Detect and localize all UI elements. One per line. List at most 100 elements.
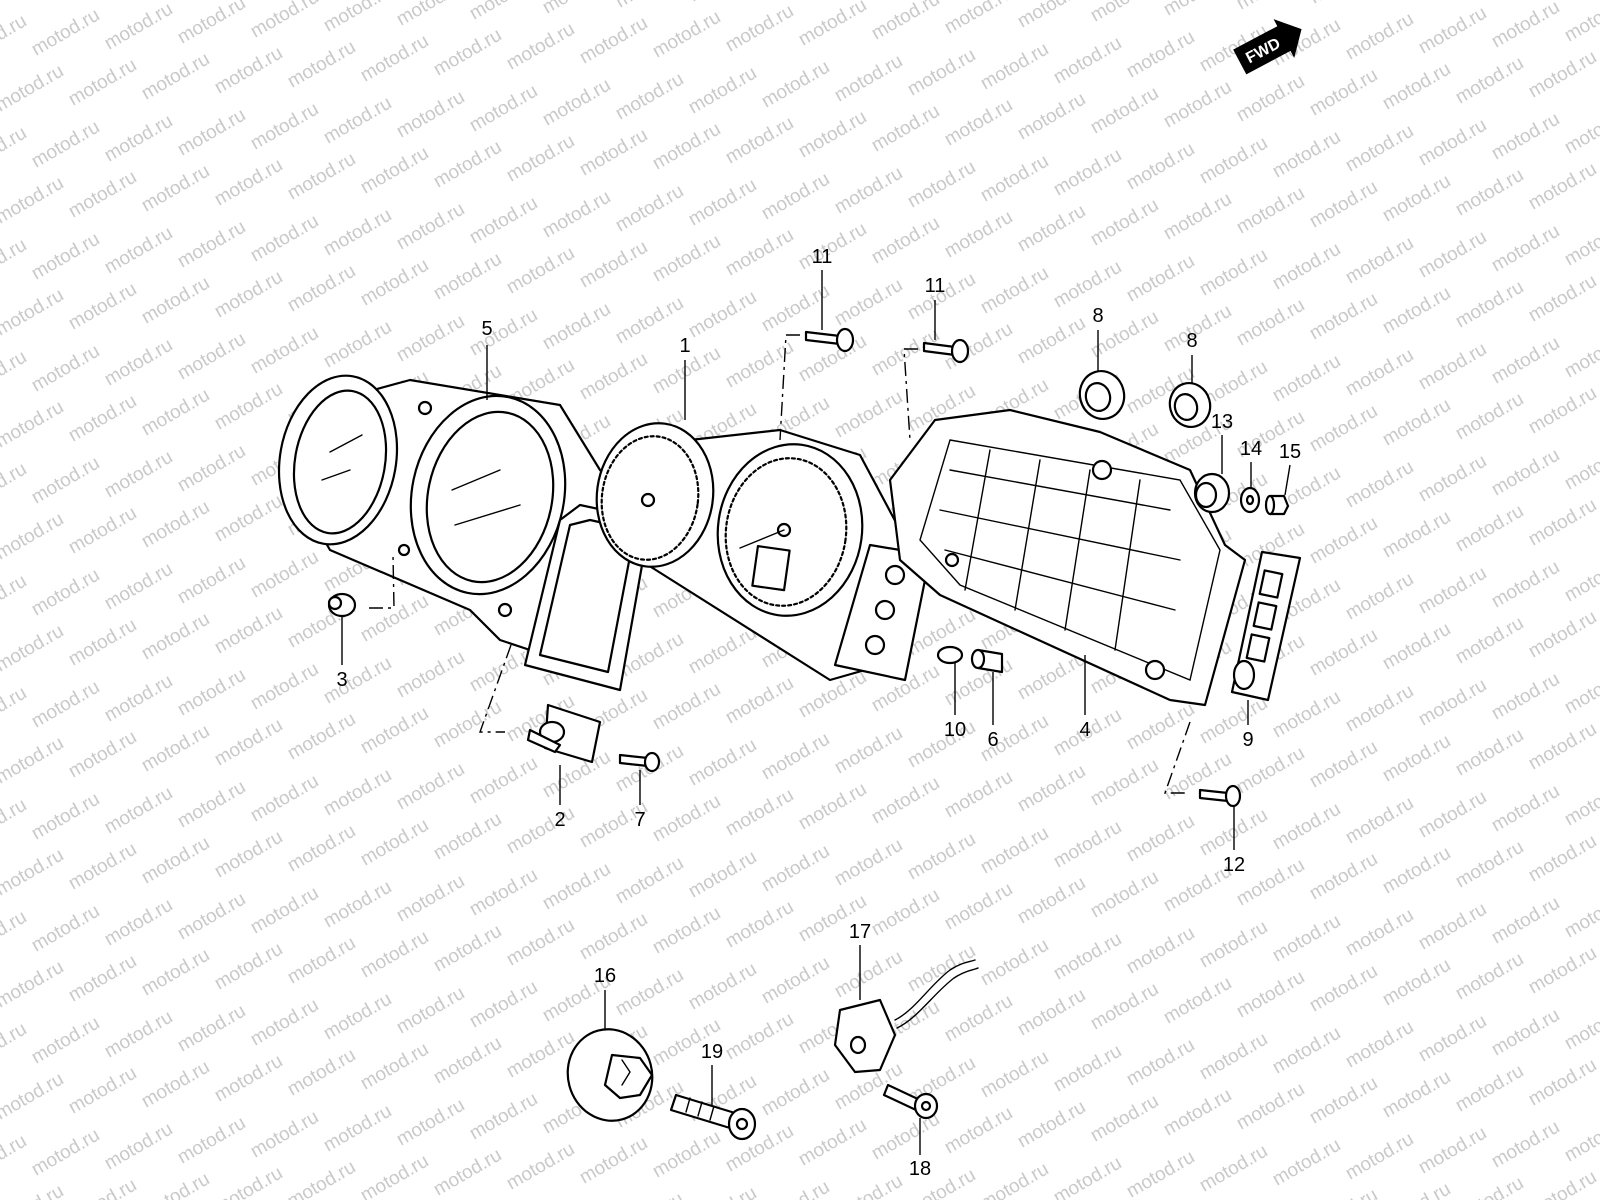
callout-12: 12 [1223,854,1245,876]
watermark-text: motod.ru [1233,1079,1308,1135]
watermark-text: motod.ru [1379,955,1454,1011]
watermark-text: motod.ru [1561,0,1600,46]
watermark-text: motod.ru [211,267,286,323]
callout-18: 18 [909,1158,931,1180]
watermark-text: motod.ru [1525,1055,1600,1111]
watermark-text: motod.ru [1415,675,1490,731]
watermark-text: motod.ru [1379,1067,1454,1123]
callout-15: 15 [1279,441,1301,463]
watermark-text: motod.ru [28,453,103,509]
watermark-text: motod.ru [0,123,30,179]
watermark-text: motod.ru [1452,1061,1527,1117]
watermark-text: motod.ru [1342,905,1417,961]
callout-11-right: 11 [925,275,946,297]
watermark-text: motod.ru [941,879,1016,935]
watermark-text: motod.ru [1014,313,1089,369]
watermark-text: motod.ru [466,865,541,921]
watermark-text: motod.ru [1123,1035,1198,1091]
watermark-text: motod.ru [1160,77,1235,133]
watermark-text: motod.ru [612,853,687,909]
watermark-text: motod.ru [466,1089,541,1145]
watermark-text: motod.ru [758,729,833,785]
watermark-text: motod.ru [0,509,67,565]
watermark-text: motod.ru [1014,873,1089,929]
watermark-text: motod.ru [284,709,359,765]
watermark-text: motod.ru [1488,445,1563,501]
watermark-text: motod.ru [65,1063,140,1119]
watermark-text: motod.ru [1269,799,1344,855]
watermark-text: motod.ru [174,777,249,833]
watermark-text: motod.ru [722,337,797,393]
watermark-text: motod.ru [101,111,176,167]
watermark-text: motod.ru [503,243,578,299]
watermark-text: motod.ru [1269,1023,1344,1079]
watermark-text: motod.ru [247,995,322,1051]
watermark-text: motod.ru [1087,1091,1162,1147]
watermark-text: motod.ru [1488,221,1563,277]
watermark-text: motod.ru [430,809,505,865]
watermark-text: motod.ru [722,673,797,729]
watermark-text: motod.ru [174,1001,249,1057]
watermark-text: motod.ru [211,43,286,99]
watermark-text: motod.ru [539,75,614,131]
watermark-text: motod.ru [0,0,67,4]
watermark-text: motod.ru [430,137,505,193]
watermark-text: motod.ru [1488,0,1563,52]
watermark-text: motod.ru [1488,669,1563,725]
watermark-text: motod.ru [1452,501,1527,557]
watermark-text: motod.ru [1342,457,1417,513]
watermark-text: motod.ru [1525,271,1600,327]
watermark-text: motod.ru [1050,33,1125,89]
watermark-text: motod.ru [1379,395,1454,451]
watermark-text: motod.ru [1306,289,1381,345]
watermark-text: motod.ru [101,447,176,503]
watermark-text: motod.ru [320,765,395,821]
watermark-text: motod.ru [357,143,432,199]
watermark-text: motod.ru [1525,719,1600,775]
watermark-text: motod.ru [1306,849,1381,905]
watermark-text: motod.ru [576,237,651,293]
watermark-text: motod.ru [1123,923,1198,979]
watermark-text: motod.ru [941,991,1016,1047]
watermark-text: motod.ru [904,717,979,773]
callout-5: 5 [481,318,492,340]
watermark-text: motod.ru [1050,929,1125,985]
watermark-text: motod.ru [576,349,651,405]
watermark-text: motod.ru [612,1189,687,1200]
watermark-text: motod.ru [1050,145,1125,201]
watermark-text: motod.ru [539,859,614,915]
watermark-text: motod.ru [1050,1041,1125,1097]
watermark-text: motod.ru [685,175,760,231]
watermark-text: motod.ru [211,603,286,659]
watermark-text: motod.ru [138,385,213,441]
watermark-text: motod.ru [466,305,541,361]
watermark-text: motod.ru [0,11,30,67]
watermark-text: motod.ru [758,953,833,1009]
watermark-text: motod.ru [393,871,468,927]
callout-19: 19 [701,1041,723,1063]
watermark-text: motod.ru [795,779,870,835]
watermark-text: motod.ru [65,391,140,447]
watermark-text: motod.ru [1415,451,1490,507]
watermark-text: motod.ru [65,615,140,671]
part-11-screw-left [804,327,855,353]
watermark-text: motod.ru [211,939,286,995]
watermark-text: motod.ru [831,163,906,219]
watermark-text: motod.ru [466,977,541,1033]
watermark-text: motod.ru [393,1095,468,1151]
watermark-text: motod.ru [211,155,286,211]
watermark-text: motod.ru [1233,71,1308,127]
callout-13: 13 [1211,411,1233,433]
watermark-text: motod.ru [1415,227,1490,283]
watermark-text: motod.ru [0,733,67,789]
watermark-text: motod.ru [1525,607,1600,663]
watermark-text: motod.ru [612,0,687,12]
watermark-text: motod.ru [539,299,614,355]
watermark-text: motod.ru [1488,333,1563,389]
watermark-text: motod.ru [284,261,359,317]
watermark-text: motod.ru [1269,911,1344,967]
watermark-text: motod.ru [1306,65,1381,121]
watermark-text: motod.ru [284,1157,359,1200]
watermark-text: motod.ru [0,571,30,627]
